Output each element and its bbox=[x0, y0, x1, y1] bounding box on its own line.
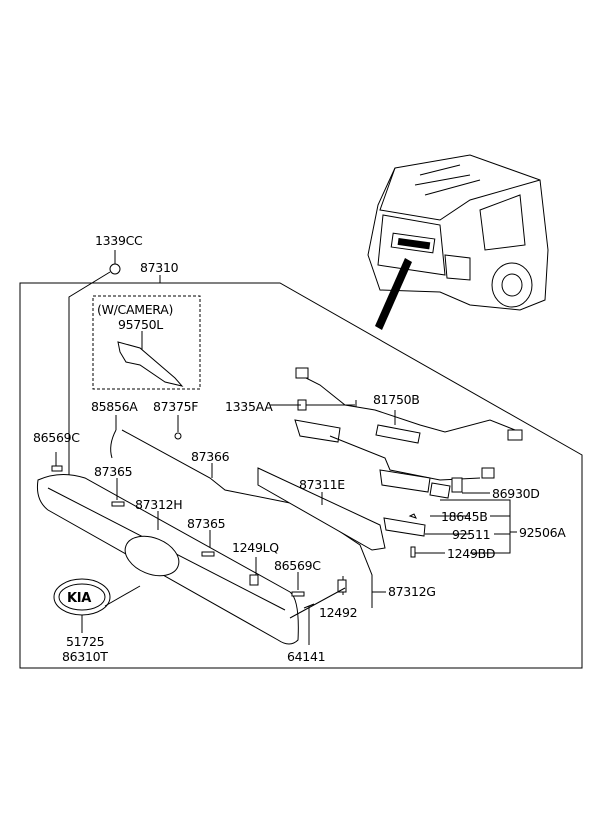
nut-icon bbox=[109, 263, 121, 275]
emblem-text: KIA bbox=[67, 591, 91, 606]
label-87312G: 87312G bbox=[388, 584, 436, 599]
label-12492: 12492 bbox=[319, 605, 357, 620]
label-87375F: 87375F bbox=[153, 399, 198, 414]
label-87365-a: 87365 bbox=[94, 464, 132, 479]
label-87311E: 87311E bbox=[299, 477, 345, 492]
label-18645B: 18645B bbox=[441, 509, 488, 524]
label-87365-b: 87365 bbox=[187, 516, 225, 531]
label-87310: 87310 bbox=[140, 260, 179, 275]
label-95750L: 95750L bbox=[118, 317, 163, 332]
label-86569C-right: 86569C bbox=[274, 558, 321, 573]
label-87312H: 87312H bbox=[135, 497, 182, 512]
label-1249LQ: 1249LQ bbox=[232, 540, 279, 555]
label-87366: 87366 bbox=[191, 449, 230, 464]
assembly-frame bbox=[19, 282, 583, 669]
label-86310T: 86310T bbox=[62, 649, 108, 664]
label-86930D: 86930D bbox=[492, 486, 540, 501]
label-1339CC: 1339CC bbox=[95, 233, 143, 248]
label-1249BD: 1249BD bbox=[447, 546, 495, 561]
vehicle-rear-view bbox=[367, 154, 549, 330]
handle-part bbox=[257, 467, 386, 551]
label-camera-note: (W/CAMERA) bbox=[97, 302, 173, 317]
label-92511: 92511 bbox=[452, 527, 490, 542]
camera-part bbox=[117, 341, 184, 387]
label-81750B: 81750B bbox=[373, 392, 420, 407]
label-51725: 51725 bbox=[66, 634, 104, 649]
label-64141: 64141 bbox=[287, 649, 325, 664]
label-85856A: 85856A bbox=[91, 399, 138, 414]
label-92506A: 92506A bbox=[519, 525, 566, 540]
label-86569C-left: 86569C bbox=[33, 430, 80, 445]
label-1335AA: 1335AA bbox=[225, 399, 273, 414]
